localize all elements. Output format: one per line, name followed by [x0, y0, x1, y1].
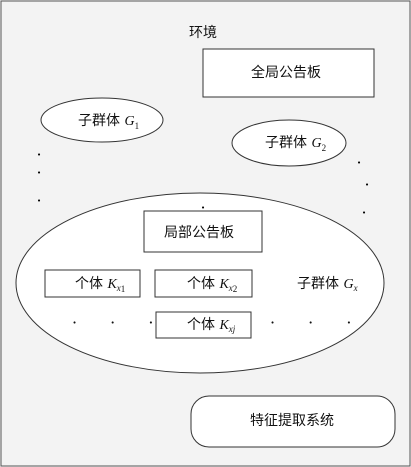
individual-2-box [154, 269, 253, 298]
individual-1-box [44, 269, 141, 298]
subgroup-2-index: 2 [321, 143, 327, 153]
continuation-left-text: · · · [72, 313, 168, 332]
individual-j-label: 个体 Kxj [187, 317, 235, 337]
environment-label-text: 环境 [189, 25, 217, 41]
subgroup-x-prefix: 子群体 [297, 276, 339, 292]
subgroup-x-index: x [353, 283, 358, 293]
subgroup-x-label: 子群体 Gx [297, 276, 358, 296]
individual-1-label: 个体 Kx1 [75, 276, 125, 297]
dot-left-2: · [36, 163, 41, 182]
individual-2-symbol: K [219, 277, 229, 292]
dot-left-3: · [36, 191, 41, 210]
subgroup-2-label: 子群体 G2 [265, 135, 326, 156]
individual-1-index-var: x [116, 283, 121, 293]
subgroup-1-prefix: 子群体 [78, 113, 120, 129]
local-board-label-text: 局部公告板 [164, 225, 234, 241]
local-board-box [143, 210, 263, 253]
individual-j-index-var: xj [228, 324, 236, 334]
dot-right-2: · [364, 175, 369, 194]
individual-2-label: 个体 Kx2 [187, 276, 237, 297]
continuation-left: · · · [72, 315, 167, 331]
dot-right-1: · [356, 153, 361, 172]
subgroup-2-symbol: G [311, 136, 322, 151]
global-board-box [202, 48, 375, 98]
feature-system-box [190, 395, 396, 448]
individual-2-index-var: x [228, 283, 233, 293]
individual-j-prefix: 个体 [187, 317, 215, 333]
individual-2-prefix: 个体 [187, 276, 215, 292]
feature-system-label: 特征提取系统 [250, 413, 334, 429]
individual-j-box [155, 311, 252, 339]
individual-1-symbol: K [107, 277, 117, 292]
global-board-label: 全局公告板 [251, 65, 321, 81]
individual-2-index-num: 2 [232, 284, 238, 294]
subgroup-2-prefix: 子群体 [265, 135, 307, 151]
subgroup-1-ellipse [40, 97, 164, 143]
continuation-right-text: · · · [270, 313, 366, 332]
subgroup-x-symbol: G [343, 277, 354, 292]
dot-right-3: · [361, 203, 366, 222]
continuation-right: · · · [270, 315, 365, 331]
dot-left-1: · [36, 145, 41, 164]
individual-j-symbol: K [219, 318, 229, 333]
local-board-label: 局部公告板 [164, 225, 234, 241]
feature-system-label-text: 特征提取系统 [250, 413, 334, 429]
subgroup-2-ellipse [231, 119, 347, 167]
global-board-label-text: 全局公告板 [251, 65, 321, 81]
subgroup-1-symbol: G [124, 114, 135, 129]
dot-center: · [200, 198, 205, 217]
environment-label: 环境 [189, 25, 217, 41]
individual-1-prefix: 个体 [75, 276, 103, 292]
subgroup-1-index: 1 [134, 121, 140, 131]
subgroup-1-label: 子群体 G1 [78, 113, 139, 134]
individual-1-index-num: 1 [120, 284, 126, 294]
